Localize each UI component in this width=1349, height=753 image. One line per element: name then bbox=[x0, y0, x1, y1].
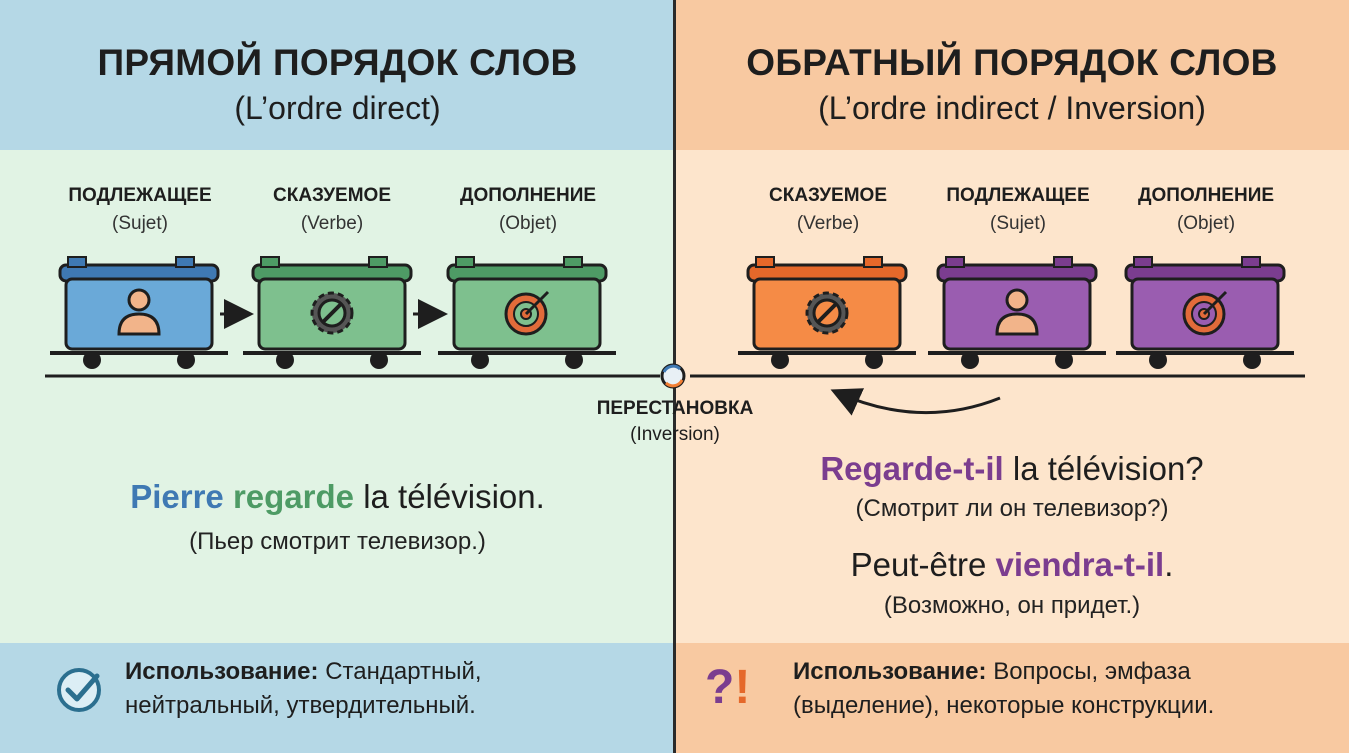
label-ru: СКАЗУЕМОЕ bbox=[769, 185, 887, 206]
label-ru: СКАЗУЕМОЕ bbox=[273, 185, 391, 206]
right-subtitle: (L’ordre indirect / Inversion) bbox=[818, 90, 1206, 126]
label-ru: ДОПОЛНЕНИЕ bbox=[1137, 185, 1275, 206]
left-body-bg bbox=[0, 150, 675, 643]
wagon-object-purple bbox=[1116, 256, 1294, 369]
person-icon bbox=[995, 288, 1039, 336]
exclamation-mark-glyph: ! bbox=[734, 661, 751, 714]
sentence-verb: regarde bbox=[232, 478, 355, 515]
right-label-object: ДОПОЛНЕНИЕ (Objet) bbox=[1116, 185, 1296, 235]
sentence-rest: la télévision. bbox=[363, 478, 545, 515]
check-circle-icon bbox=[57, 668, 101, 712]
right-body-bg bbox=[675, 150, 1349, 643]
usage-text-2: нейтральный, утвердительный. bbox=[125, 692, 476, 719]
sentence-pre: Peut-être bbox=[850, 546, 987, 583]
usage-text-1: Стандартный, bbox=[325, 658, 482, 685]
wagon-object-green bbox=[438, 256, 616, 369]
usage-label: Использование: bbox=[125, 658, 319, 685]
left-subtitle: (L’ordre direct) bbox=[234, 90, 441, 126]
right-footer-bg bbox=[675, 643, 1349, 753]
sentence-subject: Pierre bbox=[130, 478, 224, 515]
sentence-verb: Regarde-t-il bbox=[820, 450, 1004, 487]
label-fr: (Objet) bbox=[498, 213, 558, 234]
sentence-rest: la télévision? bbox=[1012, 450, 1204, 487]
inversion-label-ru: ПЕРЕСТАНОВКА bbox=[596, 398, 754, 419]
label-fr: (Sujet) bbox=[112, 213, 168, 234]
label-ru: ПОДЛЕЖАЩЕЕ bbox=[68, 185, 212, 206]
label-ru: ПОДЛЕЖАЩЕЕ bbox=[946, 185, 1090, 206]
gear-wrench-icon bbox=[805, 291, 849, 335]
label-ru: ДОПОЛНЕНИЕ bbox=[459, 185, 597, 206]
left-label-subject: ПОДЛЕЖАЩЕЕ (Sujet) bbox=[50, 185, 230, 235]
wagon-verb-green bbox=[243, 256, 421, 369]
usage-label: Использование: bbox=[793, 658, 987, 685]
right-example-sentence-1: Regarde-t-il la télévision? bbox=[675, 450, 1349, 488]
gear-wrench-icon bbox=[310, 291, 354, 335]
label-fr: (Verbe) bbox=[300, 213, 364, 234]
sentence-verb: viendra-t-il bbox=[995, 546, 1165, 583]
usage-line-1: Использование: Стандартный, bbox=[125, 655, 665, 689]
sentence-post: . bbox=[1164, 546, 1174, 583]
usage-text-1: Вопросы, эмфаза bbox=[993, 658, 1191, 685]
left-usage: Использование: Стандартный, нейтральный,… bbox=[125, 655, 665, 723]
left-label-verb: СКАЗУЕМОЕ (Verbe) bbox=[242, 185, 422, 235]
question-mark-glyph: ? bbox=[705, 661, 735, 714]
right-translation-1: (Смотрит ли он телевизор?) bbox=[855, 495, 1169, 522]
person-icon bbox=[117, 288, 161, 336]
right-usage: Использование: Вопросы, эмфаза (выделени… bbox=[793, 655, 1343, 723]
inversion-label-fr: (Inversion) bbox=[630, 424, 720, 445]
label-fr: (Sujet) bbox=[990, 213, 1046, 234]
wagon-subject-purple bbox=[928, 256, 1106, 369]
left-translation: (Пьер смотрит телевизор.) bbox=[189, 528, 486, 555]
left-label-object: ДОПОЛНЕНИЕ (Objet) bbox=[438, 185, 618, 235]
right-example-sentence-2: Peut-être viendra-t-il. bbox=[675, 546, 1349, 584]
wagon-verb-orange bbox=[738, 256, 916, 369]
right-title: ОБРАТНЫЙ ПОРЯДОК СЛОВ bbox=[746, 42, 1278, 83]
left-example-sentence: Pierre regarde la télévision. bbox=[0, 478, 675, 516]
target-icon bbox=[504, 290, 550, 336]
question-exclamation-icon: ?! bbox=[705, 658, 750, 718]
left-header-bg bbox=[0, 0, 675, 150]
target-icon bbox=[1182, 290, 1228, 336]
right-label-verb: СКАЗУЕМОЕ (Verbe) bbox=[738, 185, 918, 235]
label-fr: (Verbe) bbox=[796, 213, 860, 234]
wagon-subject-blue bbox=[50, 256, 228, 369]
usage-line-1: Использование: Вопросы, эмфаза bbox=[793, 655, 1343, 689]
inversion-node-icon bbox=[660, 363, 686, 389]
inversion-label: ПЕРЕСТАНОВКА (Inversion) bbox=[575, 398, 775, 446]
left-title: ПРЯМОЙ ПОРЯДОК СЛОВ bbox=[97, 42, 578, 83]
left-footer-bg bbox=[0, 643, 675, 753]
usage-text-2: (выделение), некоторые конструкции. bbox=[793, 692, 1215, 719]
right-translation-2: (Возможно, он придет.) bbox=[883, 592, 1141, 619]
right-header-bg bbox=[675, 0, 1349, 150]
right-label-subject: ПОДЛЕЖАЩЕЕ (Sujet) bbox=[928, 185, 1108, 235]
label-fr: (Objet) bbox=[1176, 213, 1236, 234]
inversion-arrow bbox=[830, 388, 1001, 416]
